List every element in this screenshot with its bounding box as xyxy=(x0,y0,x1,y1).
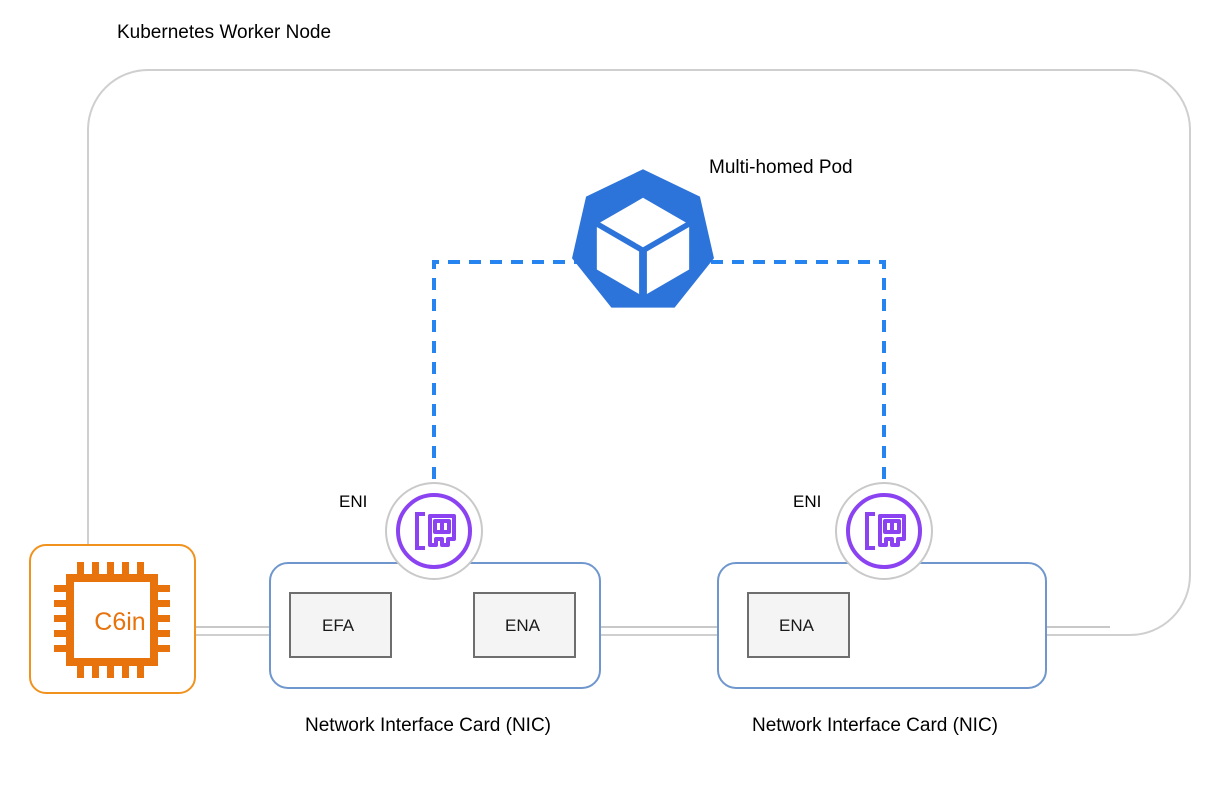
eni-badge-right[interactable] xyxy=(835,482,933,580)
card-ena-left xyxy=(473,592,576,658)
kubernetes-logo-icon xyxy=(572,169,714,308)
dashed-link-pod-to-eni-left xyxy=(432,260,586,500)
eni-label-left: ENI xyxy=(339,492,368,511)
eni-badge-left[interactable] xyxy=(385,482,483,580)
card-label-ena-right: ENA xyxy=(779,616,814,635)
card-label-efa: EFA xyxy=(322,616,355,635)
pod-eni-dashed-links xyxy=(432,260,886,500)
network-interface-card-icon-left xyxy=(415,512,456,550)
instance-label-c6in: C6in xyxy=(94,608,146,636)
network-interface-card-icon-right xyxy=(865,512,906,550)
card-efa xyxy=(289,592,392,658)
worker-node-boundary xyxy=(87,69,1191,636)
nic-caption-left: Network Interface Card (NIC) xyxy=(305,715,552,736)
card-label-ena-left: ENA xyxy=(505,616,540,635)
worker-node-title: Kubernetes Worker Node xyxy=(117,22,332,43)
eni-label-right: ENI xyxy=(793,492,822,511)
dashed-link-pod-to-eni-right xyxy=(704,260,886,500)
pod-title: Multi-homed Pod xyxy=(709,157,853,178)
instance-c6in[interactable] xyxy=(29,544,196,694)
nic-caption-right: Network Interface Card (NIC) xyxy=(752,715,999,736)
cpu-chip-icon xyxy=(54,562,170,678)
card-ena-right xyxy=(747,592,850,658)
